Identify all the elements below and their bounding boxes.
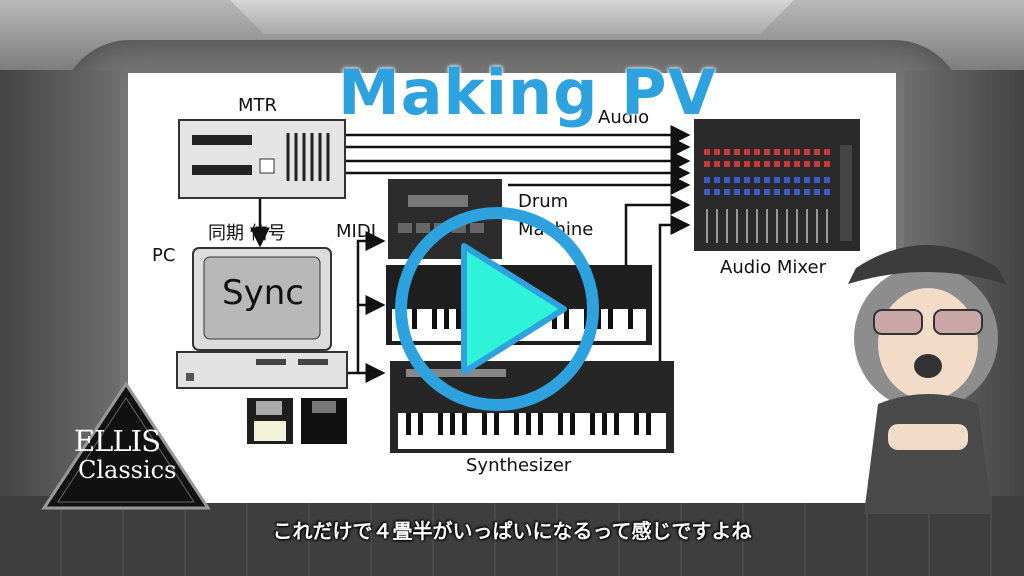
mtr-device [178, 119, 346, 199]
midi-label: MIDI [336, 221, 377, 242]
sync-signal-label: 同期 信号 [208, 223, 286, 244]
pc-label: PC [152, 245, 176, 266]
audio-mixer-device [694, 119, 860, 251]
pc-monitor [192, 247, 332, 351]
sync-screen-text: Sync [222, 273, 304, 313]
floppy-disk-dark-icon [301, 398, 347, 444]
floppy-disk-icon [247, 398, 293, 444]
synthesizer-label: Synthesizer [466, 455, 572, 476]
audio-label: Audio [598, 107, 650, 128]
logo-text-classics: Classics [78, 456, 177, 484]
ellis-classics-logo [41, 381, 211, 510]
presenter-character [848, 245, 1006, 514]
subtitle-caption: これだけで４畳半がいっぱいになるって感じですよね [272, 519, 752, 543]
video-title: Making PV [338, 56, 717, 129]
diagram-arrows [250, 125, 691, 383]
logo-text-ellis: ELLIS [74, 424, 161, 458]
synth-keyboard-2 [390, 361, 674, 453]
studio-ceiling-panel [230, 0, 794, 34]
audio-mixer-label: Audio Mixer [720, 257, 826, 278]
play-button[interactable] [394, 206, 600, 412]
play-icon[interactable] [461, 243, 567, 375]
pc-base-unit [176, 351, 348, 389]
mtr-label: MTR [238, 95, 278, 116]
drum-machine-label-1: Drum [518, 191, 569, 212]
